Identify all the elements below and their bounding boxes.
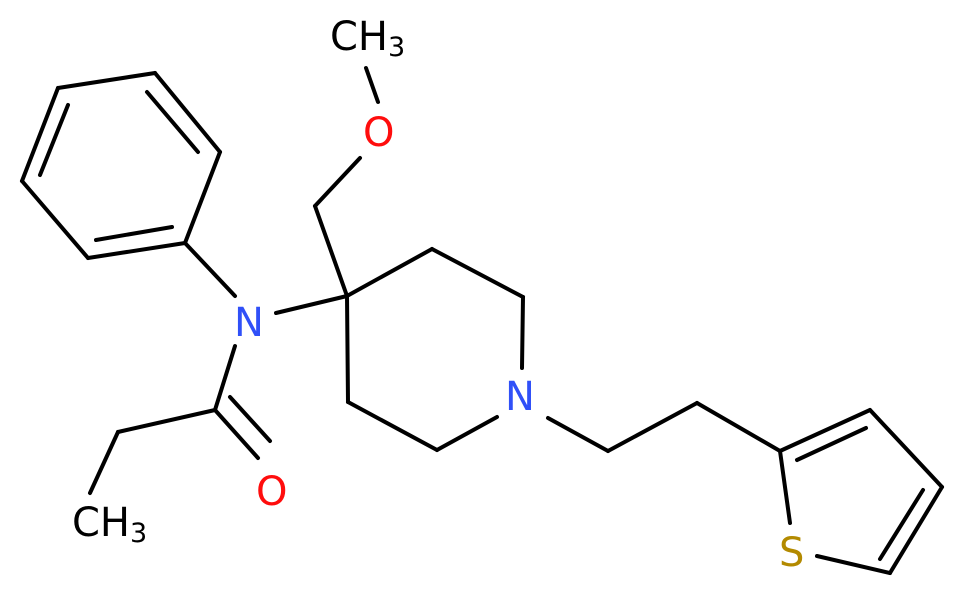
- bond-thio-1-inner: [795, 426, 868, 462]
- bond-carbonyl-ch2: [116, 408, 217, 434]
- bond-carbonyl-o-2: [228, 395, 272, 443]
- bond-phenyl-1: [20, 86, 60, 183]
- bond-thio-2: [868, 408, 944, 489]
- bond-phenyl-n: [183, 241, 237, 298]
- bond-pip-2: [430, 247, 525, 299]
- bond-c4-ch2o: [313, 204, 349, 298]
- bond-phenyl-4: [183, 150, 222, 245]
- bond-thio-3: [888, 485, 944, 575]
- atom-labels: CH3 O N N O CH3 S: [72, 14, 804, 576]
- bond-pip-1: [345, 247, 434, 298]
- bond-n-chain-1: [546, 416, 610, 453]
- bond-ch2-ch3: [88, 430, 120, 495]
- atom-methoxy-ch3: CH3: [330, 14, 405, 63]
- bond-phenyl-inner-1: [38, 103, 70, 177]
- bond-phenyl-5: [86, 241, 187, 260]
- bond-phenyl-2: [56, 71, 157, 90]
- bond-ch2-o: [313, 156, 362, 208]
- bond-n-carbonyl: [213, 344, 237, 412]
- atom-methoxy-o: O: [363, 110, 394, 156]
- bond-thio-4: [815, 554, 892, 575]
- bond-chain-3: [695, 401, 782, 453]
- bond-chain-2: [606, 401, 699, 453]
- atom-thiophene-s: S: [779, 530, 804, 576]
- atom-piperidine-n: N: [505, 374, 535, 420]
- bond-carbonyl-o-1: [213, 408, 260, 460]
- atom-ethyl-ch3: CH3: [72, 500, 147, 549]
- bond-o-ch3: [364, 66, 380, 104]
- bond-pip-5: [346, 400, 439, 452]
- bond-thio-1: [778, 408, 872, 453]
- bond-pip-6: [345, 294, 350, 404]
- bond-thio-5: [778, 449, 792, 525]
- bond-pip-4: [435, 415, 499, 452]
- atom-carbonyl-o: O: [256, 469, 287, 515]
- atom-anilide-n: N: [234, 300, 264, 346]
- bond-thio-3-inner: [878, 488, 925, 561]
- bond-phenyl-3: [153, 71, 222, 154]
- bond-phenyl-inner-2: [145, 90, 200, 154]
- bond-phenyl-inner-3: [94, 225, 174, 242]
- bond-phenyl-6: [20, 179, 90, 260]
- bond-lines: [20, 66, 944, 575]
- bond-n-c4: [274, 294, 349, 315]
- bond-pip-3: [520, 295, 525, 370]
